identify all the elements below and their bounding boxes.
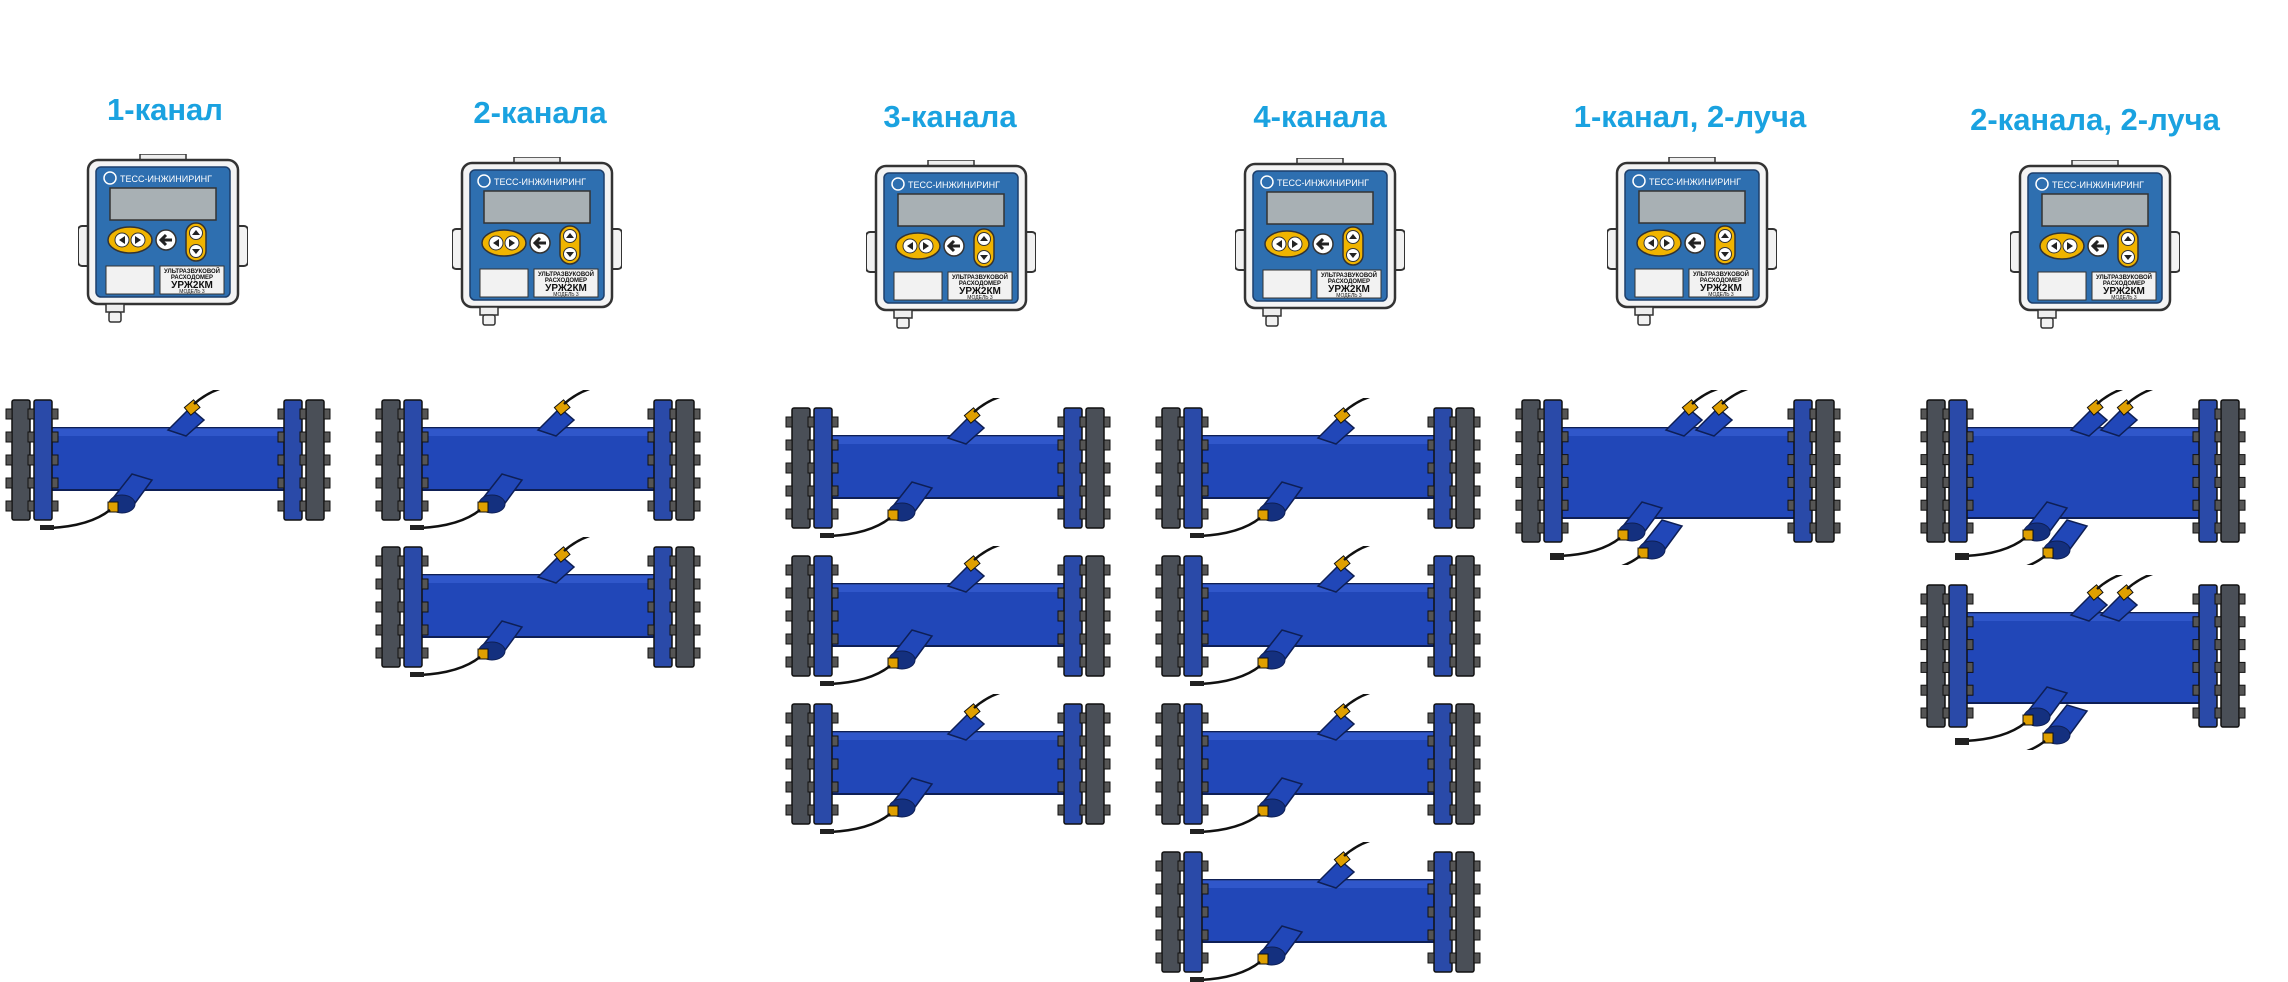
svg-text:РАСХОДОМЕР: РАСХОДОМЕР: [2103, 281, 2145, 287]
svg-text:УРЖ2КМ: УРЖ2КМ: [171, 280, 213, 291]
config-2-channels-2-beams: 2-канала, 2-луча ТЕСС-ИНЖИНИРИНГ УЛЬТРАЗ…: [1910, 0, 2280, 980]
config-4-channels: 4-канала ТЕСС-ИНЖИНИРИНГ УЛЬТРАЗВУКОВОЙ …: [1150, 0, 1490, 982]
pipe-illustration: [1920, 390, 2246, 565]
svg-text:МОДЕЛЬ 3: МОДЕЛЬ 3: [179, 289, 205, 295]
svg-text:РАСХОДОМЕР: РАСХОДОМЕР: [545, 278, 587, 284]
svg-text:УРЖ2КМ: УРЖ2КМ: [959, 286, 1001, 297]
pipe-illustration: [785, 398, 1111, 538]
pipe-illustration: [375, 537, 701, 677]
flowmeter-device: ТЕСС-ИНЖИНИРИНГ УЛЬТРАЗВУКОВОЙ РАСХОДОМЕ…: [2010, 160, 2180, 332]
pipe-illustration: [1920, 575, 2246, 750]
svg-text:УРЖ2КМ: УРЖ2КМ: [1328, 284, 1370, 295]
svg-text:УРЖ2КМ: УРЖ2КМ: [1700, 283, 1742, 294]
pipe-section: [370, 537, 710, 677]
pipe-illustration: [1515, 390, 1841, 565]
svg-text:РАСХОДОМЕР: РАСХОДОМЕР: [959, 281, 1001, 287]
config-1-channel-2-beams: 1-канал, 2-луча ТЕСС-ИНЖИНИРИНГ УЛЬТРАЗВ…: [1505, 0, 1875, 980]
pipe-illustration: [1155, 842, 1481, 982]
config-2-channels: 2-канала ТЕСС-ИНЖИНИРИНГ УЛЬТРАЗВУКОВОЙ …: [370, 0, 710, 980]
pipe-illustration: [1155, 546, 1481, 686]
svg-text:УРЖ2КМ: УРЖ2КМ: [2103, 286, 2145, 297]
pipe-section: [1150, 842, 1490, 982]
flowmeter-illustration: ТЕСС-ИНЖИНИРИНГ УЛЬТРАЗВУКОВОЙ РАСХОДОМЕ…: [2010, 160, 2180, 329]
svg-text:МОДЕЛЬ 3: МОДЕЛЬ 3: [967, 295, 993, 301]
pipe-section: [780, 398, 1120, 538]
flowmeter-device: ТЕСС-ИНЖИНИРИНГ УЛЬТРАЗВУКОВОЙ РАСХОДОМЕ…: [1607, 157, 1777, 329]
brand-label: ТЕСС-ИНЖИНИРИНГ: [1649, 177, 1741, 187]
pipe-section: [1915, 390, 2255, 565]
pipe-section: [780, 546, 1120, 686]
brand-label: ТЕСС-ИНЖИНИРИНГ: [1277, 178, 1369, 188]
flowmeter-device: ТЕСС-ИНЖИНИРИНГ УЛЬТРАЗВУКОВОЙ РАСХОДОМЕ…: [1235, 158, 1405, 330]
svg-text:МОДЕЛЬ 3: МОДЕЛЬ 3: [1336, 293, 1362, 299]
pipe-illustration: [785, 694, 1111, 834]
pipe-illustration: [785, 546, 1111, 686]
svg-text:МОДЕЛЬ 3: МОДЕЛЬ 3: [2111, 295, 2137, 301]
config-title: 2-канала: [473, 95, 607, 130]
brand-label: ТЕСС-ИНЖИНИРИНГ: [120, 174, 212, 184]
pipe-illustration: [1155, 694, 1481, 834]
svg-text:УРЖ2КМ: УРЖ2КМ: [545, 283, 587, 294]
pipe-section: [0, 390, 340, 530]
pipe-illustration: [375, 390, 701, 530]
flowmeter-illustration: ТЕСС-ИНЖИНИРИНГ УЛЬТРАЗВУКОВОЙ РАСХОДОМЕ…: [866, 160, 1036, 329]
flowmeter-device: ТЕСС-ИНЖИНИРИНГ УЛЬТРАЗВУКОВОЙ РАСХОДОМЕ…: [452, 157, 622, 329]
pipe-section: [1150, 546, 1490, 686]
svg-text:МОДЕЛЬ 3: МОДЕЛЬ 3: [553, 292, 579, 298]
svg-text:МОДЕЛЬ 3: МОДЕЛЬ 3: [1708, 292, 1734, 298]
pipe-section: [370, 390, 710, 530]
config-title: 1-канал, 2-луча: [1573, 99, 1807, 134]
flowmeter-device: ТЕСС-ИНЖИНИРИНГ УЛЬТРАЗВУКОВОЙ РАСХОДОМЕ…: [866, 160, 1036, 332]
pipe-section: [1510, 390, 1850, 565]
svg-text:УЛЬТРАЗВУКОВОЙ: УЛЬТРАЗВУКОВОЙ: [1693, 270, 1749, 278]
flowmeter-device: ТЕСС-ИНЖИНИРИНГ УЛЬТРАЗВУКОВОЙ РАСХОДОМЕ…: [78, 154, 248, 326]
pipe-illustration: [5, 390, 331, 530]
flowmeter-illustration: ТЕСС-ИНЖИНИРИНГ УЛЬТРАЗВУКОВОЙ РАСХОДОМЕ…: [1607, 157, 1777, 326]
svg-text:УЛЬТРАЗВУКОВОЙ: УЛЬТРАЗВУКОВОЙ: [164, 267, 220, 275]
svg-text:РАСХОДОМЕР: РАСХОДОМЕР: [1328, 279, 1370, 285]
brand-label: ТЕСС-ИНЖИНИРИНГ: [908, 180, 1000, 190]
svg-text:УЛЬТРАЗВУКОВОЙ: УЛЬТРАЗВУКОВОЙ: [1321, 271, 1377, 279]
svg-text:УЛЬТРАЗВУКОВОЙ: УЛЬТРАЗВУКОВОЙ: [2096, 273, 2152, 281]
config-title: 4-канала: [1253, 99, 1387, 134]
flowmeter-illustration: ТЕСС-ИНЖИНИРИНГ УЛЬТРАЗВУКОВОЙ РАСХОДОМЕ…: [1235, 158, 1405, 327]
svg-text:УЛЬТРАЗВУКОВОЙ: УЛЬТРАЗВУКОВОЙ: [952, 273, 1008, 281]
flowmeter-illustration: ТЕСС-ИНЖИНИРИНГ УЛЬТРАЗВУКОВОЙ РАСХОДОМЕ…: [78, 154, 248, 323]
pipe-section: [1150, 398, 1490, 538]
svg-text:УЛЬТРАЗВУКОВОЙ: УЛЬТРАЗВУКОВОЙ: [538, 270, 594, 278]
brand-label: ТЕСС-ИНЖИНИРИНГ: [2052, 180, 2144, 190]
config-title: 2-канала, 2-луча: [1970, 102, 2220, 137]
config-title: 1-канал: [107, 92, 223, 127]
pipe-section: [1150, 694, 1490, 834]
svg-text:РАСХОДОМЕР: РАСХОДОМЕР: [171, 275, 213, 281]
brand-label: ТЕСС-ИНЖИНИРИНГ: [494, 177, 586, 187]
pipe-illustration: [1155, 398, 1481, 538]
config-title: 3-канала: [883, 99, 1017, 134]
flowmeter-illustration: ТЕСС-ИНЖИНИРИНГ УЛЬТРАЗВУКОВОЙ РАСХОДОМЕ…: [452, 157, 622, 326]
pipe-section: [1915, 575, 2255, 750]
svg-text:РАСХОДОМЕР: РАСХОДОМЕР: [1700, 278, 1742, 284]
config-3-channels: 3-канала ТЕСС-ИНЖИНИРИНГ УЛЬТРАЗВУКОВОЙ …: [780, 0, 1120, 980]
pipe-section: [780, 694, 1120, 834]
config-1-channel: 1-канал ТЕСС-ИНЖИНИРИНГ УЛЬТРАЗВУКОВОЙ Р…: [0, 0, 331, 980]
